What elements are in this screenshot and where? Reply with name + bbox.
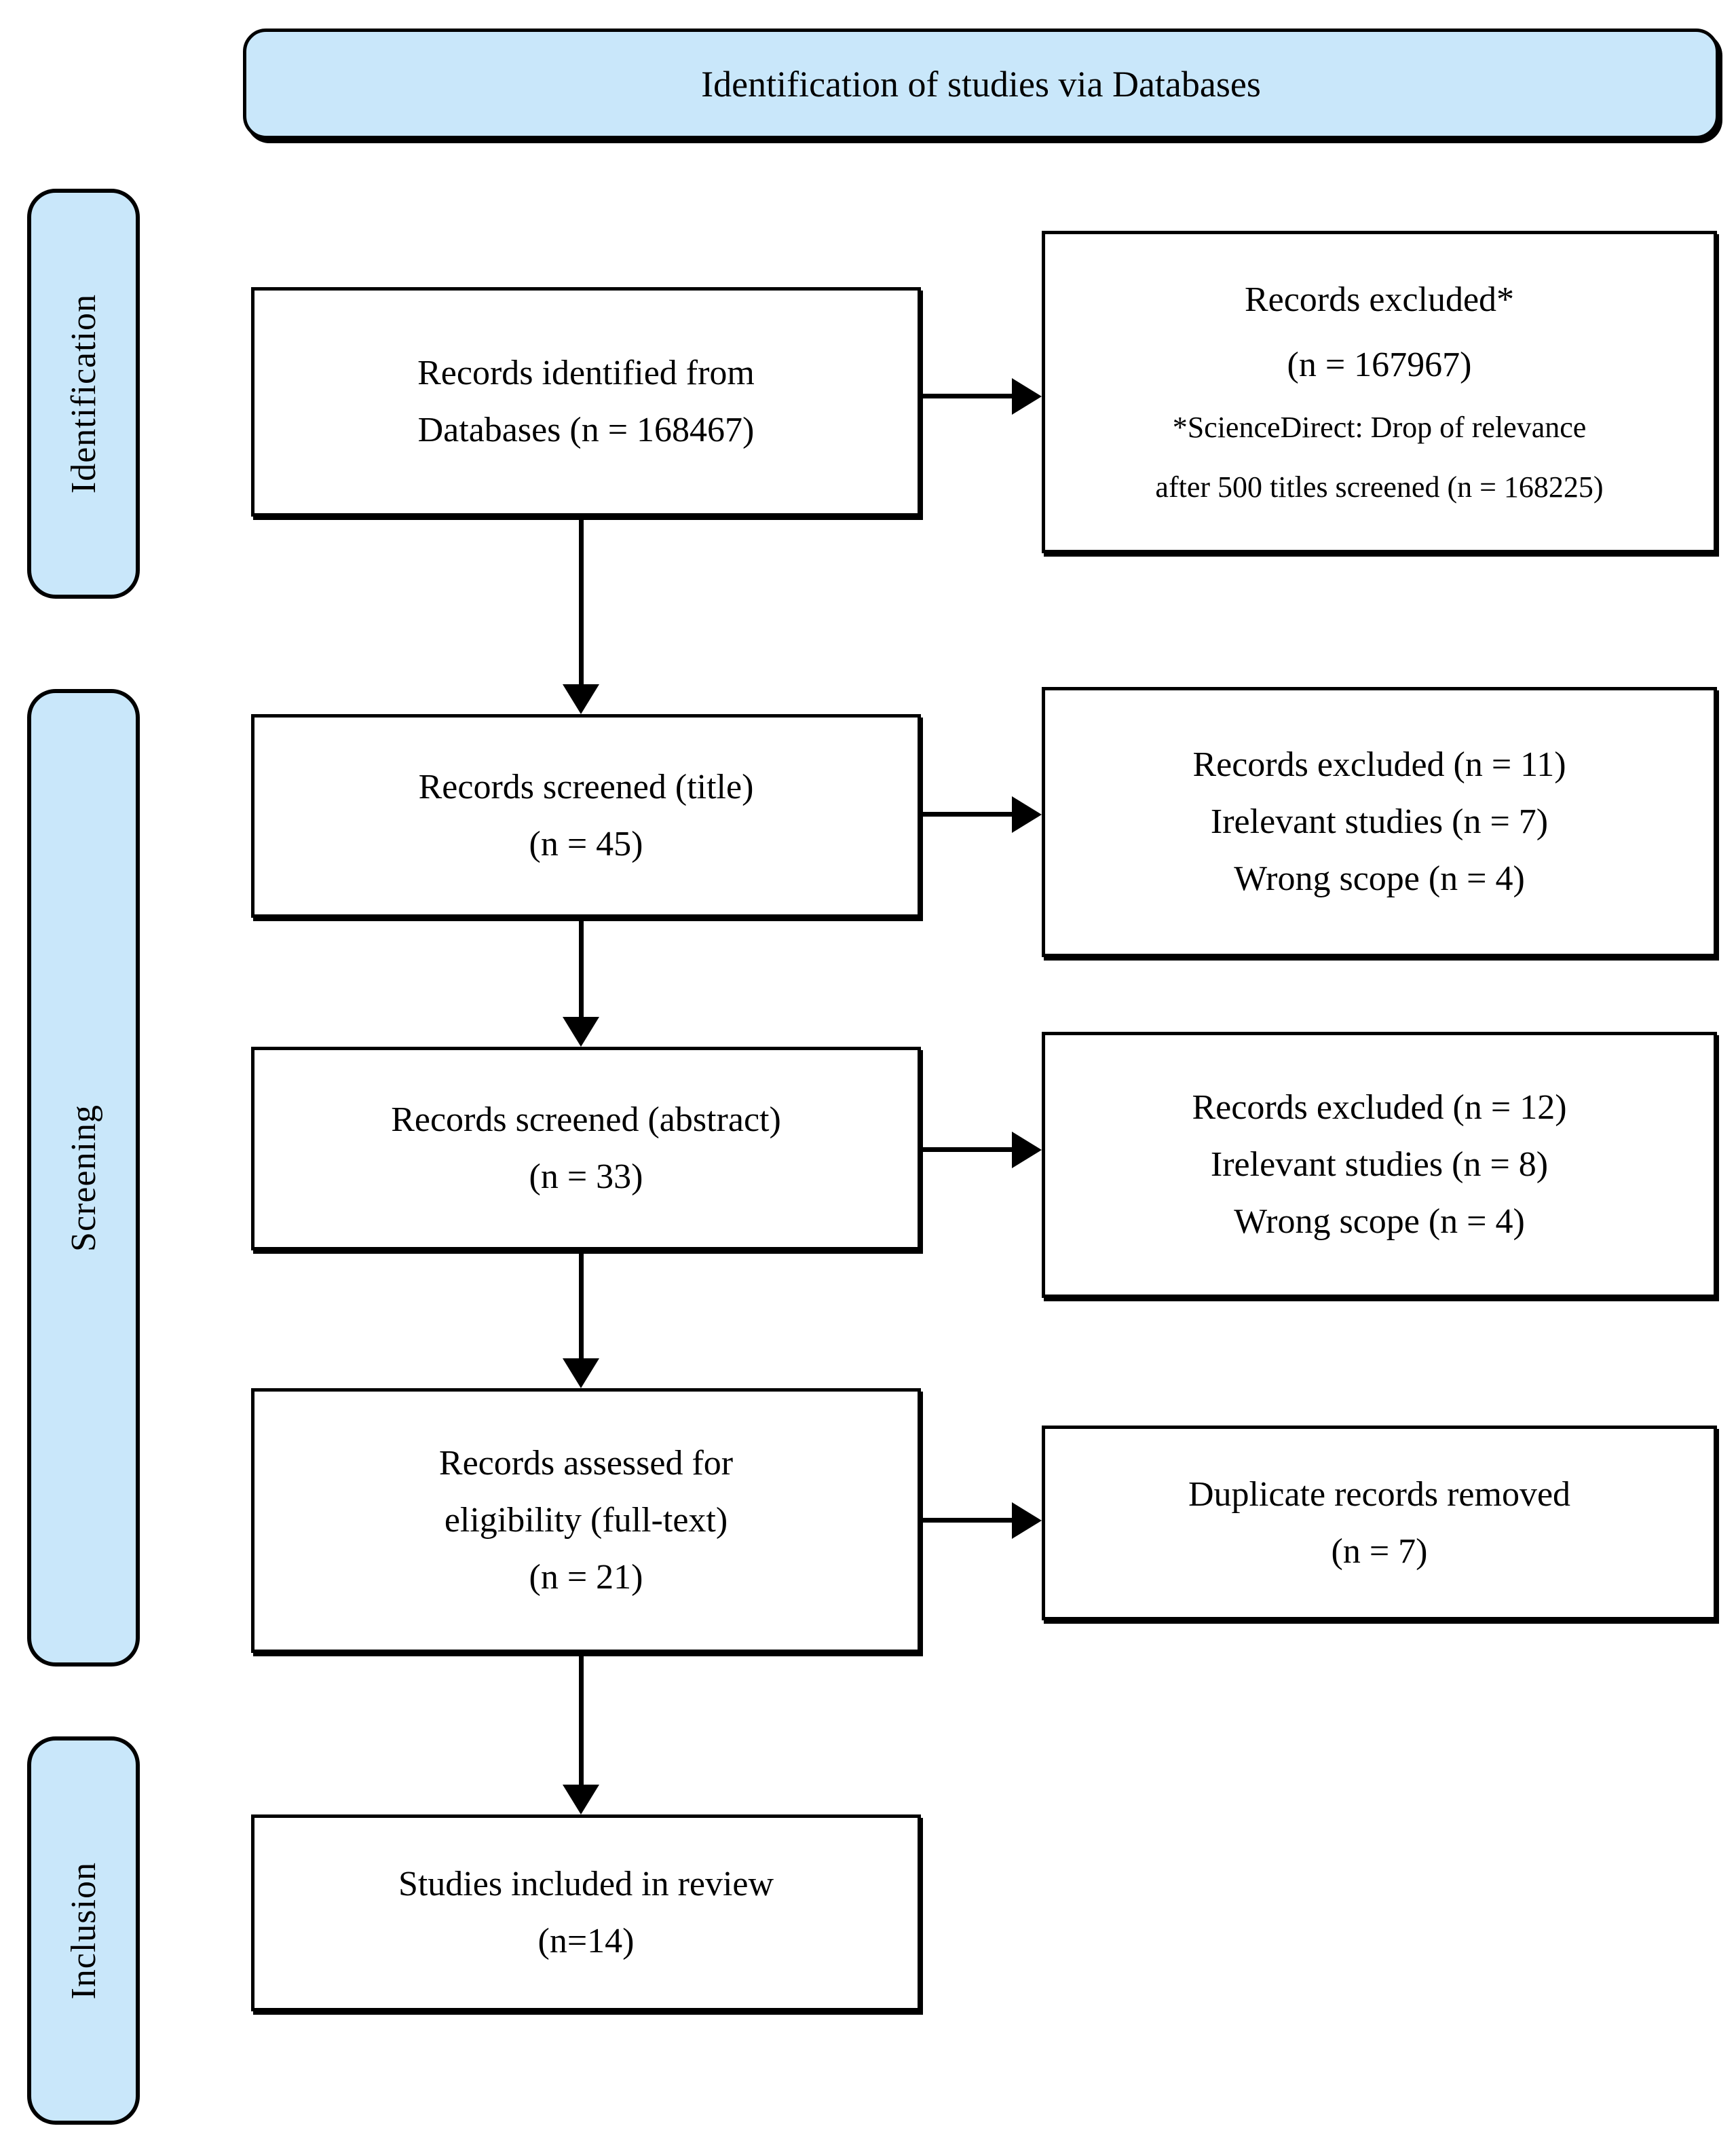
box-text-line: Wrong scope (n = 4)	[1234, 859, 1525, 898]
box-text-line: (n = 167967)	[1287, 345, 1472, 384]
arrow-right-screened-title-to-excluded	[921, 812, 1013, 817]
box-footnote-line: *ScienceDirect: Drop of relevance	[1172, 410, 1587, 444]
box-text-line: (n=14)	[537, 1922, 635, 1960]
arrow-head-right-icon	[1012, 378, 1042, 415]
box-studies-included: Studies included in review (n=14)	[251, 1814, 921, 2011]
arrow-right-identified-to-excluded	[921, 394, 1013, 398]
box-text-line: Wrong scope (n = 4)	[1234, 1202, 1525, 1241]
box-text-line: eligibility (full-text)	[444, 1501, 728, 1540]
box-records-excluded-title: Records excluded (n = 11) Irelevant stud…	[1042, 687, 1717, 957]
arrow-head-down-icon	[563, 684, 599, 714]
arrow-head-right-icon	[1012, 1132, 1042, 1168]
arrow-down-abstract-to-eligibility	[579, 1250, 584, 1360]
box-records-assessed-eligibility: Records assessed for eligibility (full-t…	[251, 1388, 921, 1653]
header-title: Identification of studies via Databases	[701, 63, 1261, 105]
stage-tab-identification: Identification	[27, 189, 140, 599]
box-text-line: Studies included in review	[398, 1865, 774, 1903]
box-text-line: Irelevant studies (n = 8)	[1210, 1145, 1549, 1184]
box-records-screened-title: Records screened (title) (n = 45)	[251, 714, 921, 918]
header-banner: Identification of studies via Databases	[243, 29, 1719, 139]
arrow-down-identified-to-screened-title	[579, 517, 584, 686]
stage-label-identification: Identification	[64, 293, 103, 494]
box-text-line: Irelevant studies (n = 7)	[1210, 802, 1549, 841]
arrow-right-eligibility-to-duplicates	[921, 1518, 1013, 1523]
box-text-line: Databases (n = 168467)	[417, 411, 755, 449]
box-text-line: Records excluded*	[1244, 280, 1515, 319]
arrow-down-eligibility-to-included	[579, 1653, 584, 1786]
box-text-line: Records screened (title)	[418, 768, 754, 806]
box-text-line: Records identified from	[417, 354, 755, 392]
stage-tab-inclusion: Inclusion	[27, 1736, 140, 2125]
arrow-head-down-icon	[563, 1017, 599, 1047]
box-records-excluded-databases: Records excluded* (n = 167967) *ScienceD…	[1042, 231, 1717, 553]
box-text-line: Records assessed for	[438, 1444, 734, 1483]
box-text-line: Records excluded (n = 11)	[1192, 745, 1566, 784]
box-footnote-line: after 500 titles screened (n = 168225)	[1155, 470, 1604, 504]
arrow-head-down-icon	[563, 1358, 599, 1388]
stage-tab-screening: Screening	[27, 689, 140, 1667]
box-text-line: (n = 45)	[529, 825, 643, 863]
arrow-right-screened-abstract-to-excluded	[921, 1147, 1013, 1152]
arrow-head-right-icon	[1012, 796, 1042, 833]
arrow-head-right-icon	[1012, 1502, 1042, 1539]
box-duplicates-removed: Duplicate records removed (n = 7)	[1042, 1426, 1717, 1620]
stage-label-inclusion: Inclusion	[64, 1861, 103, 2000]
arrow-down-screened-title-to-abstract	[579, 918, 584, 1018]
box-text-line: (n = 7)	[1331, 1531, 1428, 1571]
box-text-line: Records excluded (n = 12)	[1192, 1088, 1567, 1127]
box-records-identified: Records identified from Databases (n = 1…	[251, 287, 921, 517]
box-text-line: (n = 33)	[529, 1157, 643, 1196]
box-records-screened-abstract: Records screened (abstract) (n = 33)	[251, 1047, 921, 1250]
box-text-line: (n = 21)	[529, 1558, 643, 1597]
stage-label-screening: Screening	[64, 1104, 103, 1252]
box-text-line: Duplicate records removed	[1188, 1474, 1571, 1514]
box-text-line: Records screened (abstract)	[391, 1100, 781, 1139]
arrow-head-down-icon	[563, 1785, 599, 1814]
box-records-excluded-abstract: Records excluded (n = 12) Irelevant stud…	[1042, 1032, 1717, 1298]
